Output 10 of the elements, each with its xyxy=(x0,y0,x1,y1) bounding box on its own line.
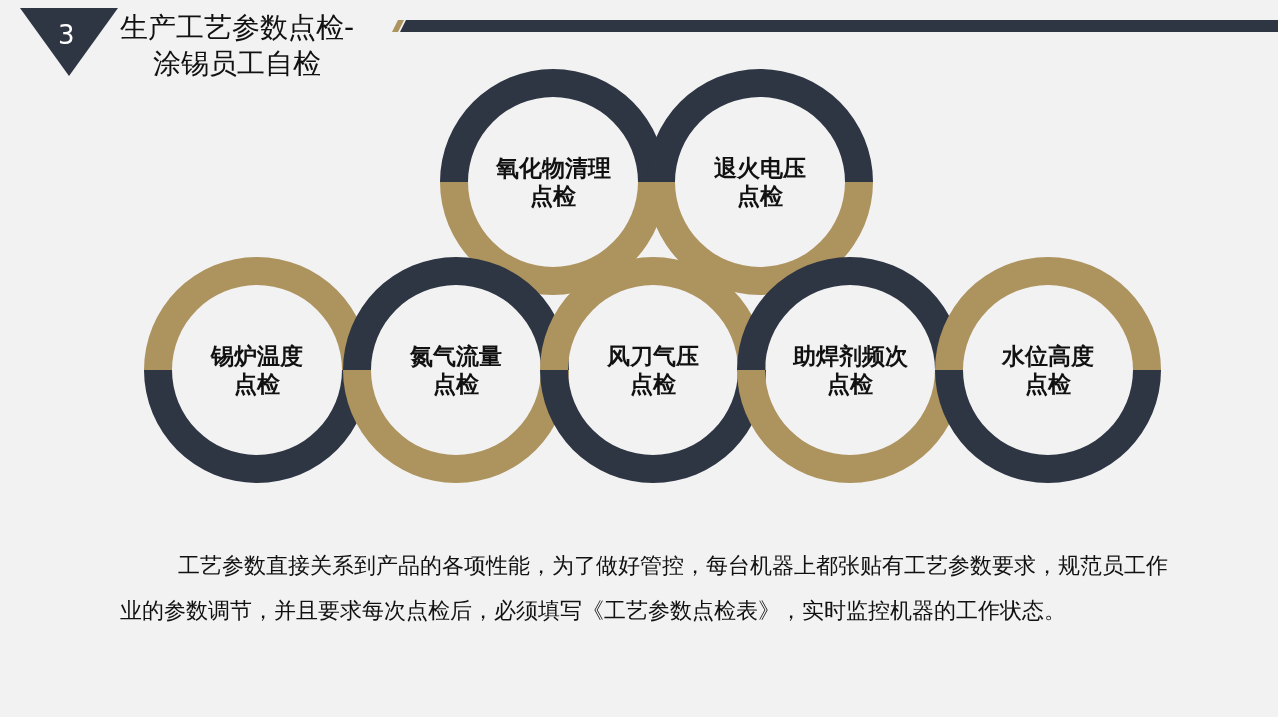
ring-label: 水位高度点检 xyxy=(1000,342,1095,398)
badge-number: 3 xyxy=(58,20,75,50)
ring-label: 助焊剂频次点检 xyxy=(791,342,909,398)
ring-label: 退火电压点检 xyxy=(713,154,807,210)
ring-label: 锡炉温度点检 xyxy=(209,342,304,398)
title: 生产工艺参数点检-涂锡员工自检 xyxy=(118,10,356,82)
ring-label: 氧化物清理点检 xyxy=(494,154,612,210)
ring-label: 风刀气压点检 xyxy=(606,342,700,398)
paragraph: 工艺参数直接关系到产品的各项性能，为了做好管控，每台机器上都张贴有工艺参数要求，规范员工作业的参数调节，并且要求每次点检后，必须填写《工艺参数点检表》，实时监控机器的工作状态。 xyxy=(120,552,1170,625)
ring-label: 氮气流量点检 xyxy=(409,342,503,398)
